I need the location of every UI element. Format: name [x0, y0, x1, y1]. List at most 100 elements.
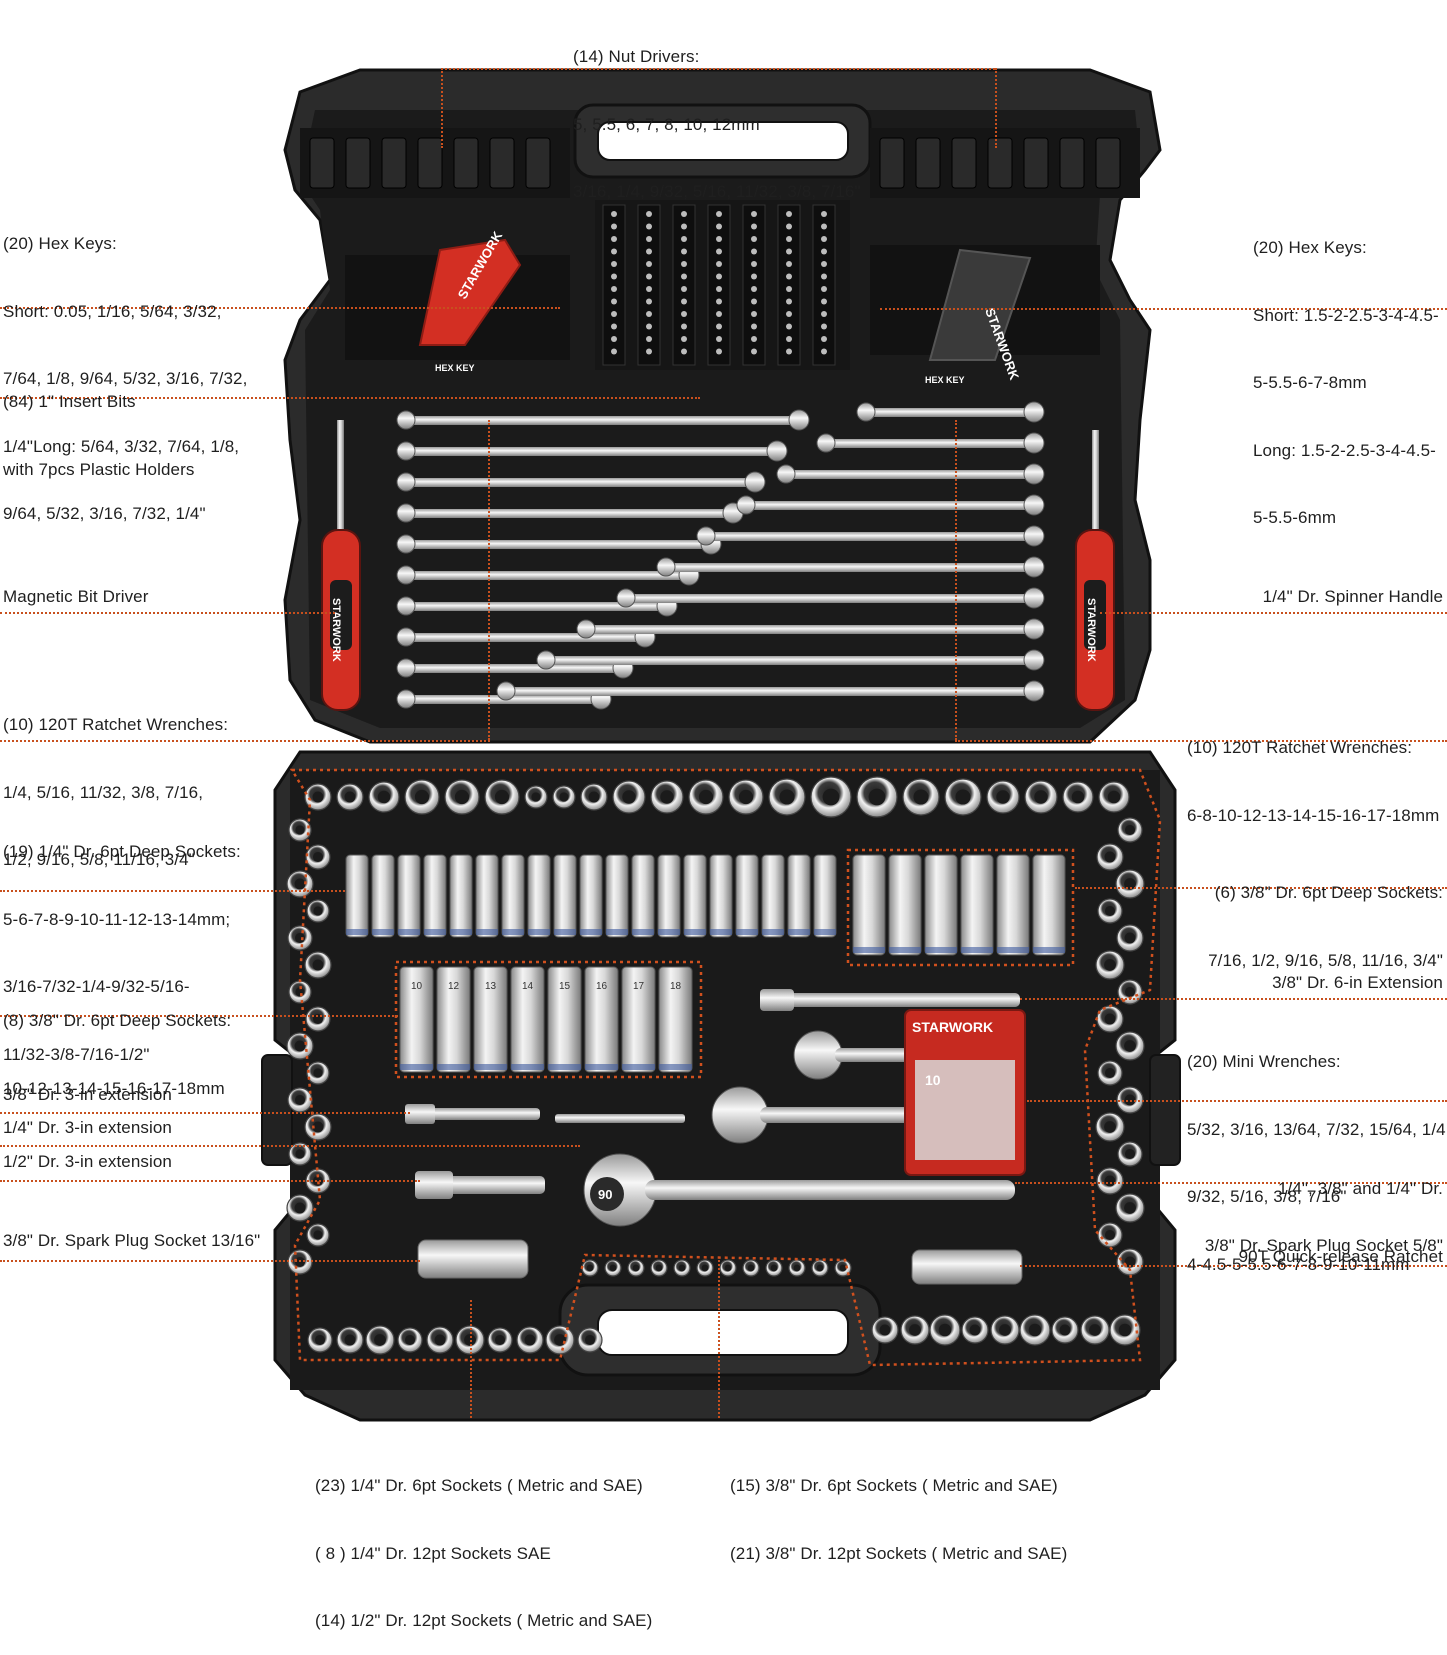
deep-socket-quarter — [813, 854, 837, 938]
callout-ext-1-4-3in: 1/4" Dr. 3-in extension — [3, 1118, 172, 1137]
socket-right-column — [1097, 1060, 1123, 1086]
socket-left-column — [306, 899, 330, 923]
socket-left-column — [287, 925, 313, 951]
socket-bottom-row — [604, 1259, 622, 1277]
deep-socket-quarter — [527, 854, 551, 938]
leader-spinner-handle — [1100, 612, 1447, 614]
deep-socket-3-8-sae — [852, 854, 886, 956]
socket-bottom-row — [336, 1326, 364, 1354]
ratchet-wrench-metric — [496, 680, 1045, 702]
socket-top-row — [524, 785, 548, 809]
callout-nut-drivers-line-1: (14) Nut Drivers: — [573, 47, 700, 66]
callout-ext-1-2-3in: 1/2" Dr. 3-in extension — [3, 1152, 172, 1171]
socket-top-row — [404, 779, 440, 815]
leader-deep-sockets-3-8-sae — [1075, 887, 1447, 889]
callout-ratchet-wrenches-metric-line-1: (10) 120T Ratchet Wrenches: — [1187, 738, 1413, 757]
socket-row-top — [304, 776, 1130, 818]
callout-deep-sockets-3-8-sae-line-2: 7/16, 1/2, 9/16, 5/8, 11/16, 3/4" — [1208, 950, 1443, 970]
ratchet-wrench-metric — [576, 618, 1045, 640]
ratchet-wrench-sae — [396, 471, 766, 493]
extension-6in — [760, 989, 1020, 1011]
socket-bottom-row — [765, 1259, 783, 1277]
callout-hex-keys-sae-line-1: (20) Hex Keys: — [3, 234, 117, 253]
callout-hex-keys-metric-line-5: 5-5.5-6mm — [1253, 508, 1337, 527]
socket-bottom-row — [1051, 1316, 1079, 1344]
socket-right-column — [1115, 1031, 1145, 1061]
socket-bottom-row — [650, 1259, 668, 1277]
deep-socket-quarter — [371, 854, 395, 938]
callout-hex-keys-sae: (20) Hex Keys: Short: 0.05, 1/16, 5/64, … — [3, 188, 247, 548]
callout-ratchet-wrenches-metric: (10) 120T Ratchet Wrenches: 6-8-10-12-13… — [1187, 692, 1439, 850]
leader-nut-drivers-left-drop — [441, 68, 443, 148]
deep-socket-3-8-metric: 13 — [473, 966, 508, 1073]
callout-nut-drivers: (14) Nut Drivers: 5, 5.5, 6, 7, 8, 10, 1… — [573, 1, 861, 226]
deep-socket-quarter — [449, 854, 473, 938]
hex-key-tray-mark-right: HEX KEY — [925, 375, 965, 385]
deep-socket-3-8-metric: 17 — [621, 966, 656, 1073]
spark-plug-socket-13-16 — [417, 1239, 529, 1279]
socket-right-column — [1097, 1222, 1123, 1248]
nut-driver — [915, 137, 941, 189]
spinner-handle — [1075, 430, 1115, 711]
socket-left-column — [304, 951, 332, 979]
leader-nut-drivers — [441, 68, 995, 70]
socket-top-row — [810, 776, 852, 818]
callout-deep-sockets-quarter-line-4: 11/32-3/8-7/16-1/2" — [3, 1044, 150, 1064]
leader-sockets-bottom-right — [718, 1260, 720, 1418]
callout-magnetic-bit-driver: Magnetic Bit Driver — [3, 587, 149, 606]
socket-row-bottom — [307, 1259, 1141, 1355]
socket-top-row — [552, 785, 576, 809]
socket-left-column — [305, 844, 331, 870]
leader-ext-1-4-3in — [0, 1145, 580, 1147]
socket-left-column — [287, 1087, 313, 1113]
callout-hex-keys-sae-line-5: 9/64, 5/32, 3/16, 7/32, 1/4" — [3, 504, 206, 523]
nut-driver — [1095, 137, 1121, 189]
socket-top-row — [986, 780, 1020, 814]
nut-driver — [879, 137, 905, 189]
ratchet-wrench-metric — [616, 587, 1045, 609]
socket-top-row — [944, 778, 982, 816]
socket-top-row — [688, 779, 724, 815]
socket-bottom-row — [516, 1326, 544, 1354]
callout-sockets-bottom-right: (15) 3/8" Dr. 6pt Sockets ( Metric and S… — [730, 1430, 1067, 1588]
bit-holder-column — [812, 204, 836, 366]
socket-bottom-row — [487, 1327, 513, 1353]
socket-bottom-row — [788, 1259, 806, 1277]
socket-left-column — [305, 1006, 331, 1032]
nut-driver — [309, 137, 335, 189]
ratchet-wrench-metric — [536, 649, 1045, 671]
callout-deep-sockets-quarter-line-1: (19) 1/4" Dr. 6pt Deep Sockets: — [3, 842, 241, 861]
extension-3-8-3in — [405, 1104, 540, 1124]
deep-socket-3-8-sae — [996, 854, 1030, 956]
socket-right-column — [1116, 1248, 1144, 1276]
socket-bottom-row — [900, 1315, 930, 1345]
ratchet-wrench-sae — [396, 440, 788, 462]
callout-deep-sockets-quarter: (19) 1/4" Dr. 6pt Deep Sockets: 5-6-7-8-… — [3, 796, 241, 1089]
deep-socket-quarter — [631, 854, 655, 938]
leader-magnetic-bit-driver — [0, 612, 335, 614]
socket-bottom-row — [871, 1316, 899, 1344]
hex-keys-metric-set — [870, 245, 1100, 361]
deep-socket-quarter — [475, 854, 499, 938]
spark-plug-socket-5-8 — [911, 1249, 1023, 1285]
callout-sockets-bottom-left-line-3: (14) 1/2" Dr. 12pt Sockets ( Metric and … — [315, 1611, 653, 1630]
leader-spark-plug-5-8 — [1020, 1265, 1447, 1267]
brand-mark-driver-right: STARWORK — [1085, 598, 1097, 662]
ratchet-wrench-metric — [736, 494, 1045, 516]
socket-top-row — [484, 779, 520, 815]
leader-mini-wrenches — [1027, 1100, 1447, 1102]
deep-socket-size-label: 16 — [596, 981, 608, 992]
deep-socket-size-label: 17 — [633, 981, 645, 992]
callout-hex-keys-metric-line-3: 5-5.5-6-7-8mm — [1253, 373, 1367, 392]
nut-driver — [1023, 137, 1049, 189]
socket-top-row — [856, 776, 898, 818]
socket-right-column — [1096, 1167, 1124, 1195]
mini-wrench-pack — [904, 1009, 1026, 1176]
leader-ext-1-2-3in — [0, 1180, 420, 1182]
leader-ratchet-wrenches-metric — [955, 740, 1447, 742]
leader-ratchet-wrenches-metric-drop — [955, 420, 957, 740]
callout-deep-sockets-3-8-metric-line-2: 10-12-13-14-15-16-17-18mm — [3, 1078, 225, 1098]
insert-bit-columns — [602, 204, 836, 366]
